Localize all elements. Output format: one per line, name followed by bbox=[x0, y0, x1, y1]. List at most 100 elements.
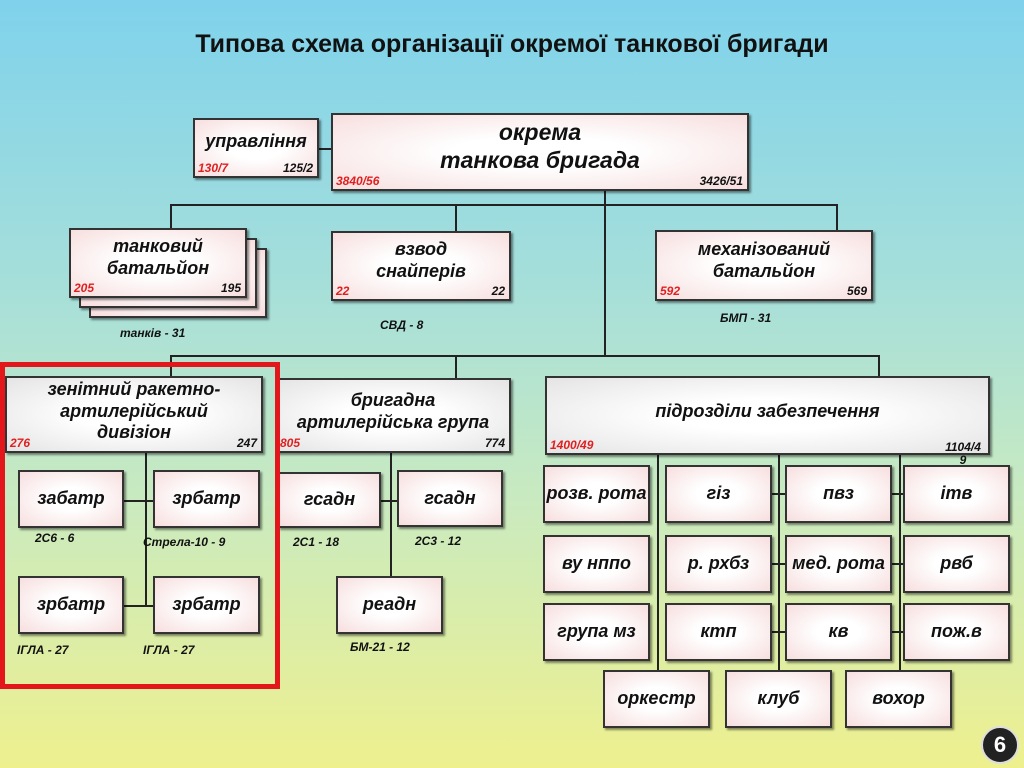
support-unit[interactable]: розв. рота bbox=[543, 465, 650, 523]
connector bbox=[771, 563, 785, 565]
aa-unit-caption: 2С6 - 6 bbox=[35, 531, 75, 545]
support-units-box[interactable]: підрозділи забезпечення 1400/49 1104/49 bbox=[545, 376, 990, 467]
artillery-unit[interactable]: гсадн bbox=[278, 472, 381, 528]
mech-battalion-box[interactable]: механізований батальйон 592 569 bbox=[655, 230, 873, 301]
connector bbox=[771, 493, 785, 495]
artillery-group-box[interactable]: бригадна артилерійська група 805 774 bbox=[275, 378, 511, 453]
connector bbox=[657, 455, 659, 671]
connector bbox=[604, 190, 606, 356]
aa-unit[interactable]: зрбатр bbox=[153, 470, 260, 528]
support-unit-label: клуб bbox=[757, 688, 800, 709]
connector bbox=[892, 563, 904, 565]
connector bbox=[170, 204, 837, 206]
connector bbox=[836, 204, 838, 231]
brigade-staff-planned: 3840/56 bbox=[336, 173, 380, 188]
support-unit-label: ву нппо bbox=[561, 553, 632, 574]
connector bbox=[170, 355, 878, 357]
connector bbox=[892, 493, 904, 495]
support-unit-label: кв bbox=[828, 621, 849, 642]
support-unit-label: група мз bbox=[557, 621, 636, 642]
aa-division-actual: 247 bbox=[236, 435, 257, 450]
artillery-unit-caption: 2С1 - 18 bbox=[293, 535, 340, 549]
support-units-label: підрозділи забезпечення bbox=[655, 400, 880, 421]
support-unit-label: ктп bbox=[700, 621, 737, 642]
aa-unit-caption: ІГЛА - 27 bbox=[17, 643, 69, 657]
brigade-staff-actual: 3426/51 bbox=[699, 173, 743, 188]
connector bbox=[170, 204, 172, 229]
support-unit[interactable]: пвз bbox=[785, 465, 892, 523]
support-units-actual: 1104/49 bbox=[945, 439, 981, 467]
artillery-unit[interactable]: гсадн bbox=[397, 470, 503, 527]
aa-unit-caption: ІГЛА - 27 bbox=[143, 643, 195, 657]
support-unit-label: рвб bbox=[940, 553, 973, 574]
artillery-unit[interactable]: реадн bbox=[336, 576, 443, 634]
snipers-actual: 22 bbox=[491, 283, 505, 298]
support-unit[interactable]: ктп bbox=[665, 603, 772, 661]
hq-box[interactable]: управління 130/7 125/2 bbox=[193, 118, 319, 178]
aa-unit-label: забатр bbox=[37, 488, 105, 509]
artillery-group-actual: 774 bbox=[484, 435, 505, 450]
support-unit[interactable]: клуб bbox=[725, 670, 832, 728]
aa-unit[interactable]: зрбатр bbox=[153, 576, 260, 634]
connector bbox=[455, 204, 457, 232]
mech-battalion-planned: 592 bbox=[660, 283, 681, 298]
support-unit-label: пвз bbox=[823, 483, 854, 504]
aa-unit[interactable]: зрбатр bbox=[18, 576, 124, 634]
support-unit-label: мед. рота bbox=[792, 553, 885, 574]
support-unit[interactable]: оркестр bbox=[603, 670, 710, 728]
snipers-label: взвод снайперів bbox=[376, 239, 466, 281]
aa-division-label: зенітний ракетно-артилерійський дивізіон bbox=[47, 379, 221, 443]
connector bbox=[878, 355, 880, 377]
aa-unit-label: зрбатр bbox=[172, 488, 241, 509]
snipers-caption: СВД - 8 bbox=[380, 318, 424, 332]
support-unit-label: розв. рота bbox=[546, 483, 647, 504]
hq-staff-planned: 130/7 bbox=[198, 160, 229, 175]
brigade-box[interactable]: окрема танкова бригада 3840/56 3426/51 bbox=[331, 113, 749, 191]
support-unit-label: ітв bbox=[940, 483, 973, 504]
artillery-unit-label: гсадн bbox=[303, 489, 356, 510]
aa-unit[interactable]: забатр bbox=[18, 470, 124, 528]
brigade-label-2: танкова бригада bbox=[440, 147, 640, 173]
support-unit[interactable]: рвб bbox=[903, 535, 1010, 593]
support-unit[interactable]: гіз bbox=[665, 465, 772, 523]
aa-unit-label: зрбатр bbox=[36, 594, 106, 615]
artillery-unit-caption: БМ-21 - 12 bbox=[350, 640, 410, 654]
support-unit[interactable]: кв bbox=[785, 603, 892, 661]
page-number-badge: 6 bbox=[981, 726, 1019, 764]
support-unit[interactable]: вохор bbox=[845, 670, 952, 728]
artillery-group-label: бригадна артилерійська група bbox=[296, 389, 490, 432]
tank-battalion-label: танковий батальйон bbox=[106, 236, 210, 278]
support-unit[interactable]: ітв bbox=[903, 465, 1010, 523]
tank-battalion-box[interactable]: танковий батальйон 205 195 bbox=[69, 228, 247, 298]
connector bbox=[455, 355, 457, 379]
artillery-unit-label: гсадн bbox=[424, 487, 476, 508]
support-unit[interactable]: ву нппо bbox=[543, 535, 650, 593]
mech-battalion-caption: БМП - 31 bbox=[720, 311, 772, 325]
support-unit-label: гіз bbox=[706, 483, 731, 504]
artillery-unit-caption: 2С3 - 12 bbox=[415, 534, 462, 548]
support-unit[interactable]: група мз bbox=[543, 603, 650, 661]
snipers-box[interactable]: взвод снайперів 22 22 bbox=[331, 231, 511, 301]
hq-label: управління bbox=[205, 131, 307, 152]
connector bbox=[892, 631, 904, 633]
aa-unit-label: зрбатр bbox=[172, 594, 241, 615]
hq-staff-actual: 125/2 bbox=[282, 160, 313, 175]
aa-unit-caption: Стрела-10 - 9 bbox=[143, 535, 226, 549]
support-unit-label: вохор bbox=[872, 688, 925, 709]
support-unit[interactable]: р. рхбз bbox=[665, 535, 772, 593]
connector bbox=[380, 500, 398, 502]
slide-title: Типова схема організації окремої танково… bbox=[195, 30, 829, 58]
connector bbox=[123, 605, 153, 607]
artillery-group-planned: 805 bbox=[280, 435, 301, 450]
aa-division-planned: 276 bbox=[10, 435, 31, 450]
aa-division-box[interactable]: зенітний ракетно-артилерійський дивізіон… bbox=[5, 376, 263, 453]
tank-battalion-planned: 205 bbox=[74, 280, 95, 295]
connector bbox=[390, 452, 392, 577]
highlight-frame bbox=[0, 362, 280, 689]
artillery-unit-label: реадн bbox=[362, 594, 417, 615]
support-unit[interactable]: мед. рота bbox=[785, 535, 892, 593]
support-unit[interactable]: пож.в bbox=[903, 603, 1010, 661]
connector bbox=[145, 452, 147, 606]
support-unit-label: р. рхбз bbox=[687, 553, 750, 574]
mech-battalion-label: механізований батальйон bbox=[697, 238, 831, 281]
